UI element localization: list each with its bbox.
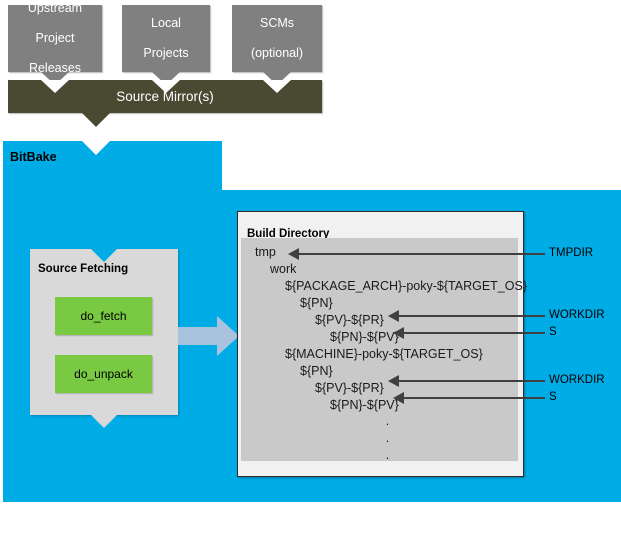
mirror-to-bitbake-tab-icon	[82, 113, 110, 127]
callout-label-s-2: S	[549, 391, 557, 403]
source-fetching-bottom-tab-icon	[91, 415, 117, 428]
callout-head-workdir-1-icon	[388, 310, 399, 322]
bitbake-region-upper	[3, 141, 222, 190]
callout-label-workdir-2: WORKDIR	[549, 374, 605, 386]
callout-shaft-workdir-1	[398, 315, 545, 317]
upstream-mirror-notch-icon	[41, 80, 69, 93]
source-fetching-top-notch-icon	[91, 249, 117, 262]
source-box-local-line1: Local	[151, 16, 181, 30]
source-fetching-title: Source Fetching	[38, 263, 129, 275]
tree-item-machine: ${MACHINE}-poky-${TARGET_OS}	[285, 347, 483, 361]
callout-shaft-workdir-2	[398, 380, 545, 382]
source-box-local-line2: Projects	[143, 46, 189, 60]
callout-shaft-s-2	[403, 397, 545, 399]
task-box-do-unpack[interactable]: do_unpack	[55, 355, 152, 393]
source-box-upstream-line2: Project	[35, 31, 75, 45]
build-directory-title: Build Directory	[247, 228, 330, 240]
bitbake-title: BitBake	[10, 150, 57, 164]
tree-ellipsis-dot-2: .	[385, 431, 390, 445]
tree-item-work: work	[270, 262, 297, 276]
tree-item-pv-pr-1: ${PV}-${PR}	[315, 313, 384, 327]
tree-item-pn-1: ${PN}	[300, 296, 333, 310]
scms-mirror-notch-icon	[263, 80, 291, 93]
source-mirror-label: Source Mirror(s)	[116, 89, 214, 104]
fetch-to-build-arrow-shaft	[178, 327, 217, 345]
source-box-upstream-line1: Upstream	[27, 1, 83, 15]
tree-item-tmp: tmp	[255, 245, 276, 259]
local-mirror-notch-icon	[152, 80, 180, 93]
callout-head-tmpdir-icon	[288, 248, 299, 260]
callout-label-tmpdir: TMPDIR	[549, 247, 594, 259]
task-do-unpack-label: do_unpack	[74, 367, 133, 381]
task-do-fetch-label: do_fetch	[80, 309, 127, 323]
tree-item-package-arch: ${PACKAGE_ARCH}-poky-${TARGET_OS}	[285, 279, 527, 293]
tree-item-pn-pv-1: ${PN}-${PV}	[330, 330, 399, 344]
source-box-scms-optional: SCMs (optional)	[232, 5, 322, 72]
build-directory-tree: tmp work ${PACKAGE_ARCH}-poky-${TARGET_O…	[241, 244, 527, 465]
tree-item-pn-2: ${PN}	[300, 364, 333, 378]
callout-head-s-2-icon	[393, 392, 404, 404]
callout-label-s-1: S	[549, 326, 557, 338]
bitbake-entry-notch-icon	[82, 141, 110, 155]
task-box-do-fetch[interactable]: do_fetch	[55, 297, 152, 335]
source-box-scms-line1: SCMs	[259, 16, 295, 30]
callout-head-workdir-2-icon	[388, 375, 399, 387]
callout-label-workdir-1: WORKDIR	[549, 309, 605, 321]
tree-item-pn-pv-2: ${PN}-${PV}	[330, 398, 399, 412]
tree-ellipsis-dot-1: .	[385, 414, 390, 428]
source-box-scms-line2: (optional)	[250, 46, 304, 60]
tree-ellipsis-dot-3: .	[385, 448, 390, 462]
tree-item-pv-pr-2: ${PV}-${PR}	[315, 381, 384, 395]
callout-shaft-tmpdir	[298, 253, 545, 255]
fetch-to-build-arrow-head-icon	[217, 316, 239, 356]
source-box-scms-label: SCMs (optional)	[243, 16, 311, 61]
build-directory-tree-panel	[241, 238, 518, 461]
source-box-upstream-line3: Releases	[28, 61, 82, 75]
callout-shaft-s-1	[403, 332, 545, 334]
callout-head-s-1-icon	[393, 327, 404, 339]
